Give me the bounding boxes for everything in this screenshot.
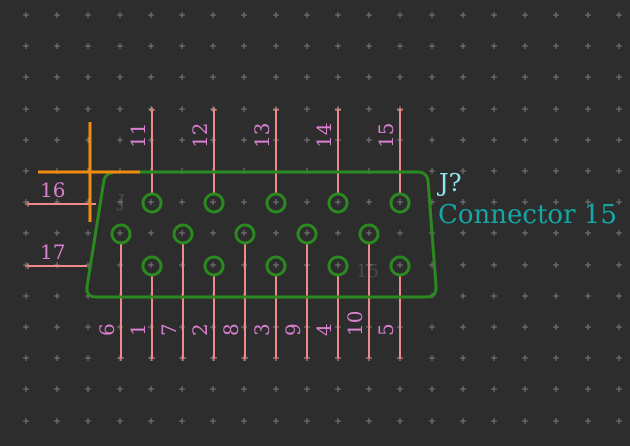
pin-number-3: 3	[250, 323, 274, 336]
pin-number-2: 2	[188, 323, 212, 336]
pin-number-6: 6	[95, 323, 119, 336]
reference-designator[interactable]: J?	[436, 169, 462, 197]
pin-number-10: 10	[343, 311, 367, 336]
contact-14	[327, 192, 349, 214]
hidden-reference-text: J	[116, 191, 125, 212]
contact-12	[203, 192, 225, 214]
pin-number-9: 9	[281, 323, 305, 336]
pin-number-7: 7	[157, 323, 181, 336]
connector-contacts	[110, 192, 411, 277]
pin-number-11: 11	[126, 123, 150, 148]
component-value[interactable]: Connector 15	[438, 200, 617, 230]
pin-lines	[25, 107, 403, 361]
crosshair-cursor-icon	[38, 122, 140, 222]
contact-13	[265, 192, 287, 214]
pin-number-1: 1	[126, 323, 150, 336]
contact-3	[265, 255, 287, 277]
contact-4	[327, 255, 349, 277]
contact-2	[203, 255, 225, 277]
contact-5	[389, 255, 411, 277]
pin-number-8: 8	[219, 323, 243, 336]
pin-number-16: 16	[40, 178, 65, 202]
contact-7	[172, 223, 194, 245]
pin-number-4: 4	[312, 323, 336, 336]
connector-body[interactable]	[85, 170, 438, 299]
pin-number-5: 5	[374, 323, 398, 336]
contact-6	[110, 223, 132, 245]
hidden-value-text: 15	[356, 261, 379, 282]
contact-1	[141, 255, 163, 277]
pin-number-13: 13	[250, 123, 274, 148]
pin-number-12: 12	[188, 123, 212, 148]
contact-8	[234, 223, 256, 245]
pin-number-14: 14	[312, 123, 336, 148]
contact-9	[296, 223, 318, 245]
contact-15	[389, 192, 411, 214]
pin-number-15: 15	[374, 123, 398, 148]
pin-number-17: 17	[40, 240, 65, 264]
contact-11	[141, 192, 163, 214]
contact-10	[358, 223, 380, 245]
